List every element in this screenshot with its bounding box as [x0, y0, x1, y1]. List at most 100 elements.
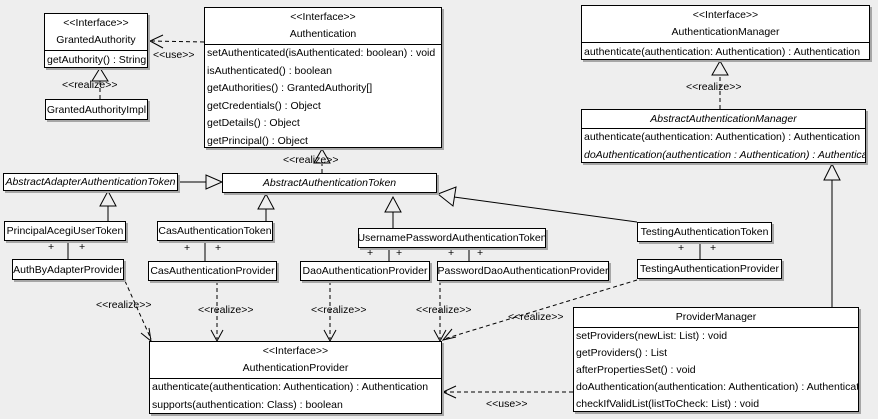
- class-abstract-authentication-token: AbstractAuthenticationToken: [222, 173, 437, 193]
- method: doAuthentication(authentication: Authent…: [576, 381, 858, 393]
- class-authentication-manager: <<Interface>> AuthenticationManager auth…: [581, 5, 870, 60]
- multiplicity-label: +: [678, 242, 685, 254]
- realize-testing-provider-edge: [441, 279, 638, 341]
- class-testing-authentication-provider: TestingAuthenticationProvider: [637, 259, 782, 279]
- stereotype: <<Interface>>: [290, 11, 356, 23]
- class-header: <<Interface>> AuthenticationManager: [582, 6, 869, 42]
- class-name: CasAuthenticationProvider: [150, 265, 275, 277]
- multiplicity-label: +: [184, 242, 191, 254]
- realize-authbyadapter-edge: [124, 280, 152, 343]
- class-header: ProviderManager: [574, 308, 858, 327]
- gen-provider-manager-edge: [823, 162, 841, 307]
- method: doAuthentication(authentication : Authen…: [584, 148, 865, 161]
- class-password-dao-authentication-provider: PasswordDaoAuthenticationProvider: [437, 261, 609, 281]
- use-authentication-provider-edge: [441, 385, 573, 399]
- realize-label: <<realize>>: [62, 79, 118, 91]
- method: getDetails() : Object: [207, 117, 300, 129]
- methods-compartment: setAuthenticated(isAuthenticated: boolea…: [205, 44, 441, 150]
- class-name: UsernamePasswordAuthenticationToken: [358, 232, 546, 244]
- class-dao-authentication-provider: DaoAuthenticationProvider: [300, 261, 430, 281]
- methods-compartment: authenticate(authentication: Authenticat…: [582, 42, 869, 61]
- use-granted-authority-edge: [148, 34, 205, 49]
- realize-label: <<realize>>: [283, 154, 339, 166]
- realize-abstract-manager-edge: [711, 59, 729, 109]
- class-cas-authentication-provider: CasAuthenticationProvider: [148, 261, 277, 281]
- realize-label: <<realize>>: [508, 311, 564, 323]
- class-authentication: <<Interface>> Authentication setAuthenti…: [204, 7, 442, 148]
- class-principal-acegi-user-token: PrincipalAcegiUserToken: [4, 221, 126, 241]
- class-granted-authority-impl: GrantedAuthorityImpl: [45, 99, 148, 120]
- class-username-password-authentication-token: UsernamePasswordAuthenticationToken: [358, 228, 546, 248]
- multiplicity-label: +: [367, 247, 374, 259]
- method: authenticate(authentication: Authenticat…: [152, 381, 429, 393]
- class-name: AuthenticationManager: [671, 26, 780, 38]
- class-name: ProviderManager: [675, 311, 757, 323]
- class-header: <<Interface>> GrantedAuthority: [45, 14, 147, 50]
- realize-abstract-token-edge: [313, 147, 331, 173]
- multiplicity-label: +: [396, 247, 403, 259]
- class-auth-by-adapter-provider: AuthByAdapterProvider: [12, 259, 124, 280]
- class-cas-authentication-token: CasAuthenticationToken: [157, 221, 273, 241]
- multiplicity-label: +: [48, 241, 55, 253]
- method: isAuthenticated() : boolean: [207, 64, 332, 77]
- methods-compartment: authenticate(authentication: Authenticat…: [582, 128, 865, 164]
- stereotype: <<Interface>>: [692, 9, 759, 21]
- method: getCredentials() : Object: [207, 99, 321, 112]
- gen-adapter-token-edge: [178, 174, 224, 190]
- class-abstract-authentication-manager: AbstractAuthenticationManager authentica…: [581, 109, 866, 163]
- class-name: GrantedAuthorityImpl: [46, 103, 147, 116]
- gen-username-password-token-edge: [384, 195, 402, 228]
- class-name: TestingAuthenticationProvider: [640, 263, 779, 275]
- gen-cas-token-edge: [257, 192, 275, 221]
- use-label: <<use>>: [153, 49, 195, 61]
- class-abstract-adapter-authentication-token: AbstractAdapterAuthenticationToken: [3, 173, 178, 191]
- class-name: AuthByAdapterProvider: [13, 263, 123, 276]
- method: setProviders(newList: List) : void: [576, 330, 728, 342]
- gen-testing-token-edge: [437, 186, 638, 223]
- realize-label: <<realize>>: [686, 81, 742, 93]
- realize-label: <<realize>>: [198, 304, 254, 316]
- methods-compartment: getAuthority() : String: [45, 50, 147, 69]
- method: getPrincipal() : Object: [207, 134, 308, 147]
- class-header: <<Interface>> Authentication: [205, 8, 441, 44]
- class-name: AbstractAuthenticationManager: [650, 112, 797, 125]
- stereotype: <<Interface>>: [63, 17, 129, 29]
- class-name: DaoAuthenticationProvider: [302, 265, 428, 277]
- class-name: PasswordDaoAuthenticationProvider: [437, 265, 609, 277]
- class-name: PrincipalAcegiUserToken: [6, 225, 124, 237]
- realize-label: <<realize>>: [311, 304, 367, 316]
- class-granted-authority: <<Interface>> GrantedAuthority getAuthor…: [44, 13, 148, 68]
- method: checkIfValidList(listToCheck: List) : vo…: [576, 398, 760, 410]
- class-header: AbstractAuthenticationManager: [582, 110, 865, 128]
- multiplicity-label: +: [215, 242, 222, 254]
- class-header: <<Interface>> AuthenticationProvider: [150, 342, 441, 378]
- method: authenticate(authentication: Authenticat…: [584, 131, 861, 143]
- class-name: TestingAuthenticationToken: [640, 226, 769, 238]
- method: getProviders() : List: [576, 347, 668, 359]
- method: supports(authentication: Class) : boolea…: [152, 398, 343, 411]
- gen-principal-token-edge: [99, 189, 117, 221]
- class-name: CasAuthenticationToken: [158, 225, 272, 237]
- class-name: AuthenticationProvider: [242, 362, 349, 374]
- method: setAuthenticated(isAuthenticated: boolea…: [207, 47, 436, 59]
- class-name: GrantedAuthority: [56, 34, 136, 46]
- class-name: AbstractAdapterAuthenticationToken: [5, 176, 176, 188]
- multiplicity-label: +: [79, 241, 86, 253]
- multiplicity-label: +: [448, 247, 455, 259]
- methods-compartment: authenticate(authentication: Authenticat…: [150, 378, 441, 414]
- realize-label: <<realize>>: [96, 299, 152, 311]
- realize-granted-authority-impl-edge: [91, 67, 109, 99]
- method: getAuthorities() : GrantedAuthority[]: [207, 82, 373, 94]
- realize-label: <<realize>>: [416, 304, 472, 316]
- method: getAuthority() : String: [47, 54, 147, 66]
- multiplicity-label: +: [477, 247, 484, 259]
- multiplicity-label: +: [710, 242, 717, 254]
- class-testing-authentication-token: TestingAuthenticationToken: [637, 222, 772, 242]
- class-name: Authentication: [289, 28, 357, 40]
- methods-compartment: setProviders(newList: List) : void getPr…: [574, 327, 858, 413]
- class-provider-manager: ProviderManager setProviders(newList: Li…: [573, 307, 859, 412]
- class-name: AbstractAuthenticationToken: [262, 177, 397, 189]
- class-authentication-provider: <<Interface>> AuthenticationProvider aut…: [149, 341, 442, 414]
